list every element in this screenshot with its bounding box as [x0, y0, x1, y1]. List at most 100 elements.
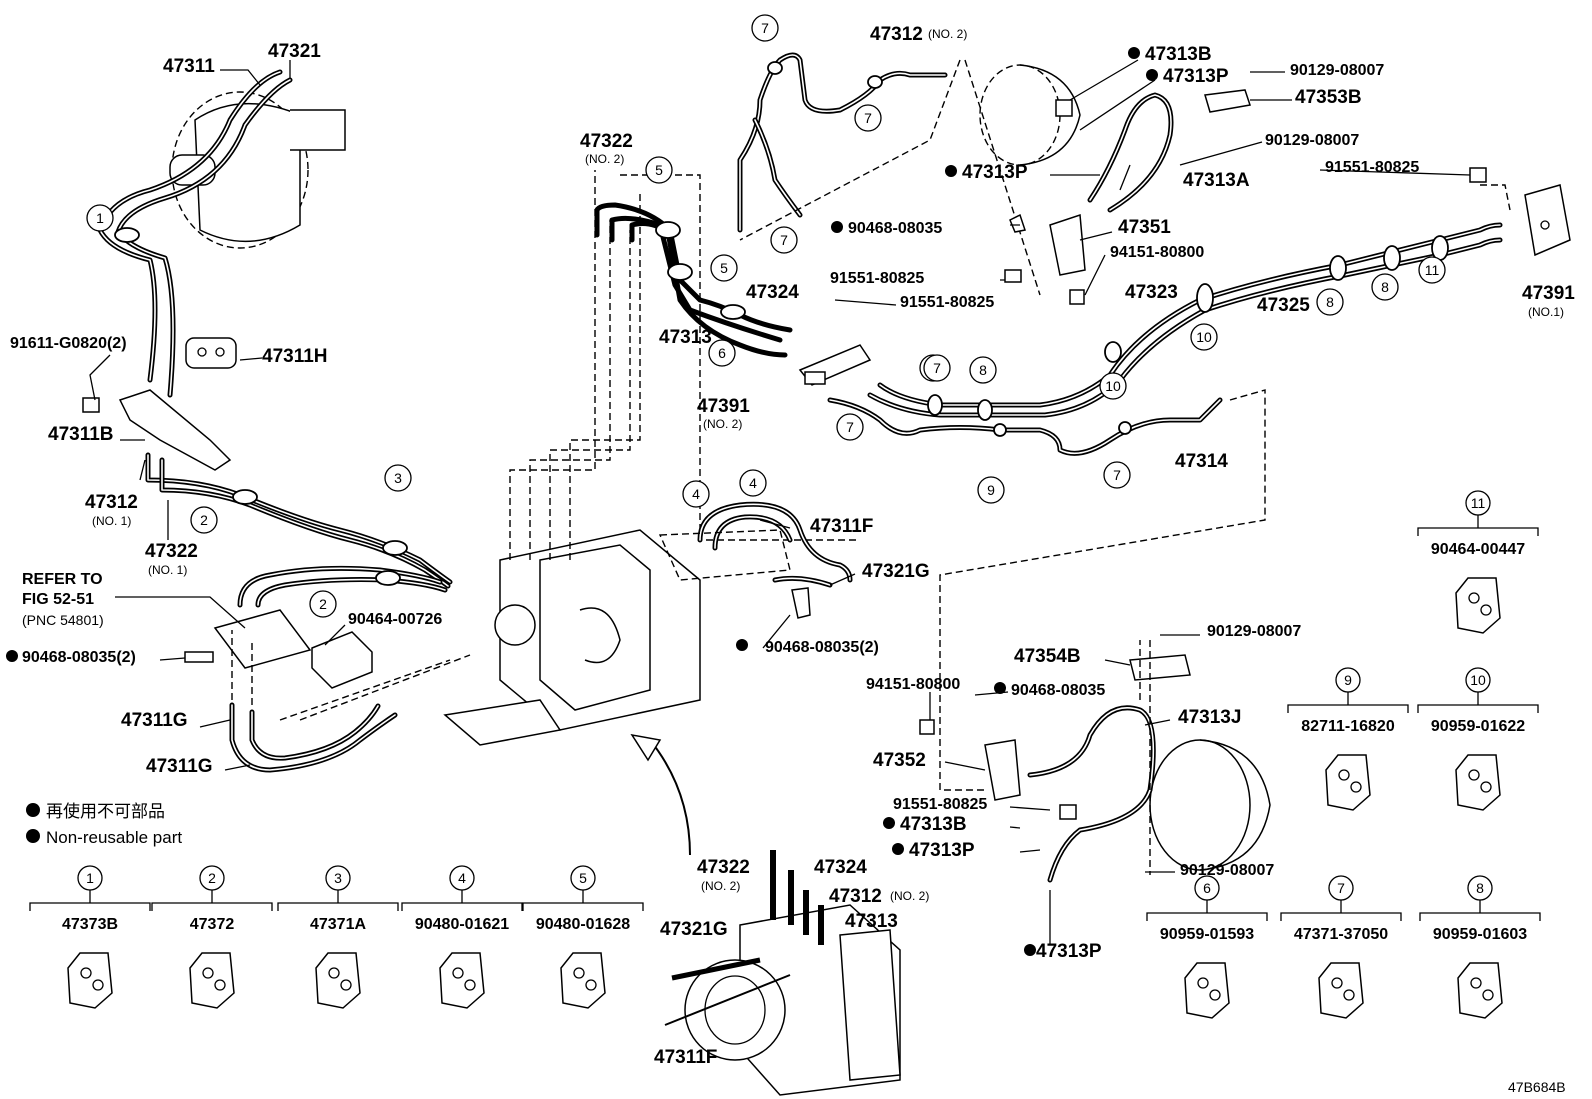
callout-5: 5 — [710, 254, 738, 282]
svg-text:7: 7 — [1337, 880, 1345, 896]
label-47354B: 47354B — [1014, 646, 1081, 667]
clip-legend-11: 11 90464-00447 — [1417, 490, 1539, 634]
svg-text:5: 5 — [655, 162, 663, 178]
svg-text:11: 11 — [1425, 262, 1440, 278]
clip-90468-right — [1009, 213, 1026, 233]
non-reusable-markers — [6, 47, 1158, 956]
hose-47313J — [1027, 705, 1156, 883]
svg-text:11: 11 — [1471, 495, 1486, 511]
arrow-to-inset — [649, 739, 691, 856]
label-90468-right: 90468-08035 — [848, 220, 942, 237]
pipe-group-top-center — [594, 202, 793, 358]
leader-box-47311F — [658, 529, 791, 581]
legend-en: Non-reusable part — [46, 828, 182, 847]
svg-text:2: 2 — [208, 870, 216, 886]
bolt-91551-right — [1469, 167, 1487, 183]
label-47353B: 47353B — [1295, 87, 1362, 108]
label-47313A: 47313A — [1183, 170, 1250, 191]
label-47311H: 47311H — [262, 346, 328, 367]
label-47324: 47324 — [746, 282, 799, 303]
label-47312-no1: 47312 — [85, 492, 138, 513]
svg-text:8: 8 — [1326, 294, 1334, 310]
brake-drum-low — [1149, 739, 1271, 871]
callout-3: 3 — [384, 464, 412, 492]
callout-4: 4 — [739, 469, 767, 497]
callout-8: 8 — [1371, 273, 1399, 301]
clip-part-number: 47371A — [310, 916, 366, 933]
label-90129-1: 90129-08007 — [1290, 62, 1384, 79]
nut-94151-top — [1069, 289, 1085, 305]
label-47313J: 47313J — [1178, 707, 1241, 728]
leader-lines-left — [231, 630, 471, 721]
inset-label-47322-sub: (NO. 2) — [701, 879, 740, 893]
svg-text:7: 7 — [933, 360, 941, 376]
svg-text:4: 4 — [692, 486, 700, 502]
clip-legend-4: 4 90480-01621 — [401, 865, 523, 1009]
nut-94151-low — [919, 719, 935, 735]
label-47313P-bot: 47313P — [1036, 941, 1102, 962]
bracket-47351 — [1049, 213, 1086, 276]
callout-2: 2 — [190, 506, 218, 534]
label-47311G-a: 47311G — [121, 710, 188, 731]
clip-part-number: 90959-01603 — [1433, 926, 1527, 943]
clip-90468-left — [184, 651, 214, 663]
svg-text:4: 4 — [458, 870, 466, 886]
clip-part-number: 47372 — [190, 916, 235, 933]
callout-8: 8 — [1316, 288, 1344, 316]
inset-label-47321G: 47321G — [660, 919, 728, 940]
svg-text:1: 1 — [96, 210, 104, 226]
inset-label-47322: 47322 — [697, 857, 750, 878]
inset-label-47313: 47313 — [845, 911, 898, 932]
callout-10: 10 — [1099, 372, 1127, 400]
callout-10: 10 — [1190, 323, 1218, 351]
label-47352: 47352 — [873, 750, 926, 771]
svg-text:3: 3 — [334, 870, 342, 886]
leader-91551-right — [1480, 184, 1511, 211]
label-47312-no1-sub: (NO. 1) — [92, 514, 131, 528]
clip-part-number: 90480-01621 — [415, 916, 509, 933]
label-47323: 47323 — [1125, 282, 1178, 303]
label-47313P-low: 47313P — [909, 840, 975, 861]
legend-jp: 再使用不可部品 — [46, 801, 165, 821]
label-47311B: 47311B — [48, 424, 114, 445]
label-refer-1: REFER TO — [22, 571, 103, 588]
svg-text:9: 9 — [987, 482, 995, 498]
inset-label-47312-sub: (NO. 2) — [890, 889, 929, 903]
svg-text:2: 2 — [319, 596, 327, 612]
callout-1: 1 — [86, 204, 114, 232]
clip-90468-center — [791, 587, 811, 619]
inset-label-47312: 47312 — [829, 886, 882, 907]
label-91551-low: 91551-80825 — [893, 796, 987, 813]
clip-legend: 147373B247372347371A490480-01621590480-0… — [29, 490, 1541, 1019]
svg-text:8: 8 — [979, 362, 987, 378]
label-47391-no1-sub: (NO.1) — [1528, 305, 1564, 319]
bracket-47354B — [1129, 654, 1191, 681]
inset-label-47324: 47324 — [814, 857, 867, 878]
label-94151-low: 94151-80800 — [866, 676, 960, 693]
label-47313B-top: 47313B — [1145, 44, 1212, 65]
svg-text:10: 10 — [1470, 672, 1486, 688]
callout-2: 2 — [309, 590, 337, 618]
label-91611: 91611-G0820(2) — [10, 335, 127, 352]
clip-part-number: 90464-00447 — [1431, 541, 1525, 558]
abs-actuator — [443, 529, 701, 746]
label-47325: 47325 — [1257, 295, 1310, 316]
leader-lines-lower-right — [1139, 640, 1151, 875]
svg-text:5: 5 — [720, 260, 728, 276]
label-47312-no2: 47312 — [870, 24, 923, 45]
label-90464-00726: 90464-00726 — [348, 611, 442, 628]
svg-text:4: 4 — [749, 475, 757, 491]
bracket-47353B — [1204, 89, 1251, 113]
clip-part-number: 47371-37050 — [1294, 926, 1388, 943]
plate-54801 — [213, 609, 312, 669]
label-90129-4: 90129-08007 — [1180, 862, 1274, 879]
callout-7: 7 — [854, 104, 882, 132]
pipe-group-47311G — [229, 702, 398, 773]
pipe-group-left-upper — [97, 69, 293, 398]
label-47311F: 47311F — [810, 516, 873, 537]
label-leaders — [89, 59, 1471, 945]
label-47311: 47311 — [163, 56, 215, 77]
label-47322-no1-sub: (NO. 1) — [148, 563, 187, 577]
